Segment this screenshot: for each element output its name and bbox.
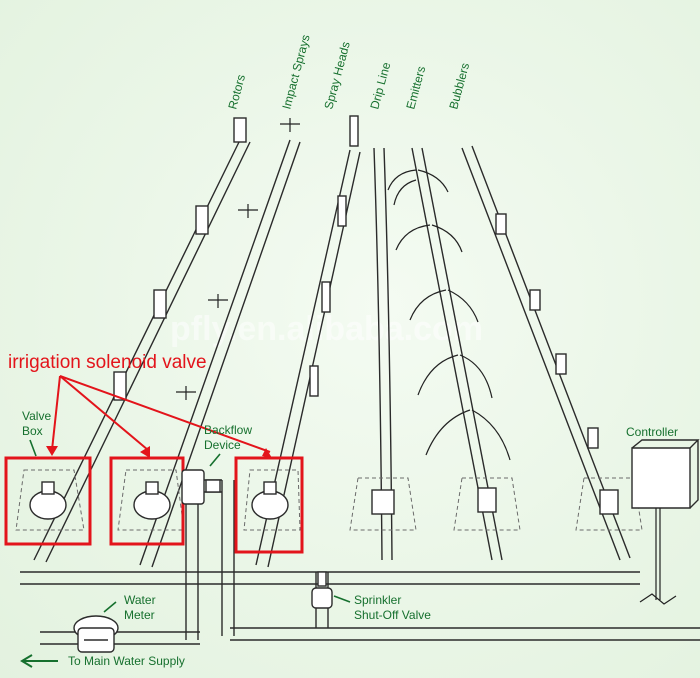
lateral-impact-sprays bbox=[139, 118, 301, 568]
spray-head bbox=[309, 365, 319, 397]
emitter-valve bbox=[477, 487, 497, 513]
shutoff-valve-icon bbox=[311, 571, 333, 609]
spray-head bbox=[337, 195, 347, 227]
label-shutoff-2: Shut-Off Valve bbox=[354, 608, 431, 622]
rotor-head bbox=[233, 117, 247, 143]
bubbler-head bbox=[529, 289, 541, 311]
label-valve-box-1: Valve bbox=[22, 409, 51, 423]
bubbler-valve bbox=[599, 489, 619, 515]
emitter-tubes bbox=[425, 409, 511, 461]
green-arrows bbox=[20, 439, 351, 668]
drip-valve bbox=[371, 489, 395, 515]
label-shutoff-1: Sprinkler bbox=[354, 593, 401, 607]
annotation-solenoid-valve: irrigation solenoid valve bbox=[8, 352, 207, 373]
highlight-box-valve-3 bbox=[234, 456, 304, 554]
label-rotors: Rotors bbox=[225, 73, 248, 111]
label-backflow-1: Backflow bbox=[204, 423, 252, 437]
annotation-arrows bbox=[46, 375, 272, 458]
valve-boxes-dashed bbox=[15, 469, 643, 531]
highlight-box-valve-1 bbox=[4, 456, 92, 546]
label-drip-line: Drip Line bbox=[367, 60, 393, 110]
lateral-drip-line bbox=[371, 147, 395, 561]
impact-head bbox=[176, 386, 196, 400]
water-meter-icon bbox=[73, 615, 119, 653]
rotor-head bbox=[113, 371, 127, 401]
component-labels: Valve Box Backflow Device Controller Wat… bbox=[22, 409, 678, 622]
header-labels: Rotors Impact Sprays Spray Heads Drip Li… bbox=[225, 33, 472, 111]
label-valve-box-2: Box bbox=[22, 424, 43, 438]
impact-head bbox=[280, 118, 300, 132]
emitter-tubes bbox=[409, 289, 479, 323]
rotor-head bbox=[153, 289, 167, 319]
controller-box bbox=[631, 439, 700, 605]
label-impact-sprays: Impact Sprays bbox=[279, 33, 312, 111]
label-water-meter-1: Water bbox=[124, 593, 156, 607]
label-backflow-2: Device bbox=[204, 438, 241, 452]
label-emitters: Emitters bbox=[403, 65, 428, 111]
spray-head bbox=[349, 115, 359, 147]
grass-tuft bbox=[639, 593, 677, 605]
label-main-water-supply: To Main Water Supply bbox=[68, 654, 185, 668]
lateral-emitters bbox=[387, 147, 511, 561]
label-controller: Controller bbox=[626, 425, 678, 439]
emitter-tubes bbox=[417, 354, 493, 399]
impact-head bbox=[238, 204, 258, 218]
solenoid-valve-3 bbox=[251, 481, 289, 520]
bubbler-head bbox=[495, 213, 507, 235]
label-bubblers: Bubblers bbox=[446, 61, 472, 110]
emitter-tubes bbox=[387, 169, 449, 206]
solenoid-valve-1 bbox=[29, 481, 67, 520]
bubbler-head bbox=[587, 427, 599, 449]
impact-head bbox=[208, 294, 228, 308]
spray-head bbox=[321, 281, 331, 313]
solenoid-valve-2 bbox=[133, 481, 171, 520]
lateral-bubblers bbox=[461, 145, 631, 561]
emitter-tubes bbox=[395, 224, 463, 253]
watermark: pfly.en.alibaba.com bbox=[170, 310, 483, 348]
bubbler-head bbox=[555, 353, 567, 375]
label-water-meter-2: Meter bbox=[124, 608, 155, 622]
rotor-head bbox=[195, 205, 209, 235]
lateral-rotors bbox=[33, 117, 251, 563]
label-spray-heads: Spray Heads bbox=[321, 40, 352, 111]
backflow-device bbox=[181, 469, 221, 505]
